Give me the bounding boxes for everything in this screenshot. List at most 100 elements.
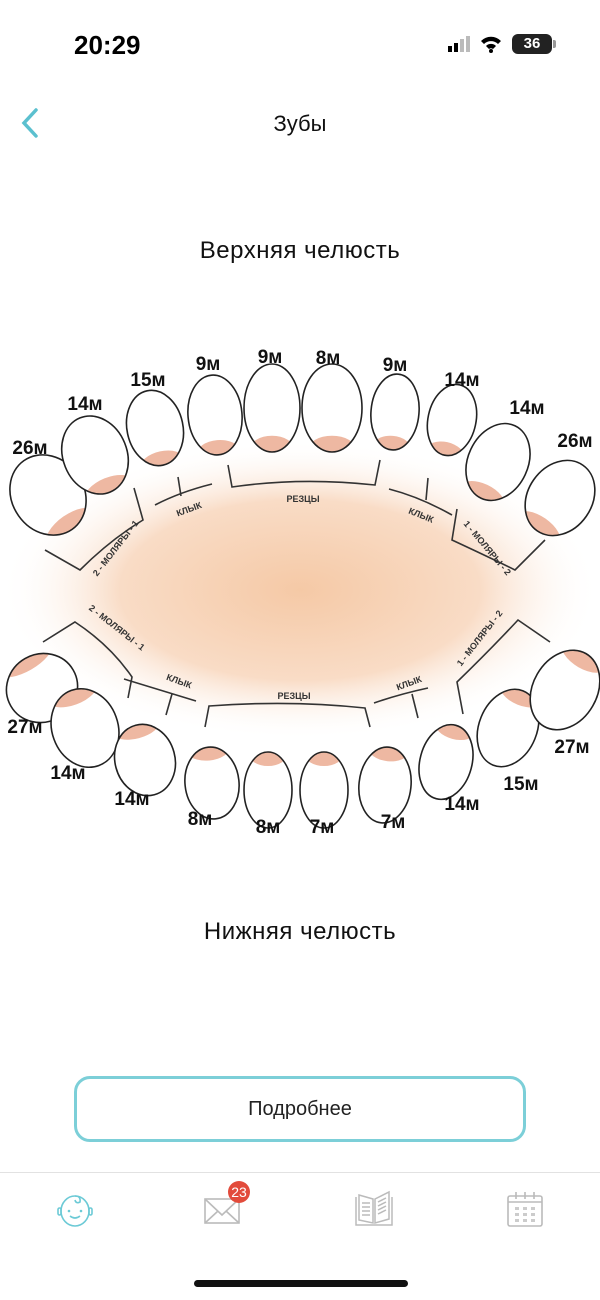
lower-incisors-bracket (204, 702, 371, 728)
upper-canine-right-bracket (388, 477, 453, 516)
upper-jaw-title: Верхняя челюсть (199, 237, 401, 264)
tooth-age-label: 15м (503, 774, 538, 795)
tooth-crown (51, 688, 119, 768)
tooth-crown (465, 423, 531, 501)
signal-icon (448, 36, 470, 52)
tooth-age-label: 8м (188, 809, 213, 830)
upper-canine-left-bracket (154, 476, 213, 506)
tooth-age-label: 14м (114, 789, 149, 810)
tab-baby[interactable] (53, 1187, 97, 1231)
tooth-outline (358, 746, 412, 824)
tooth-gum-edge (248, 752, 288, 767)
chevron-left-icon (21, 108, 38, 138)
lower-molars-left-bracket (42, 621, 133, 699)
tooth-age-label: 15м (130, 370, 165, 391)
upper-incisors-bracket (227, 459, 381, 488)
tooth-outline (426, 383, 478, 457)
tooth[interactable] (243, 363, 301, 464)
tooth-age-label: 14м (444, 370, 479, 391)
tooth-gum-edge (196, 439, 240, 458)
tooth-crown (244, 364, 300, 452)
tooth-crown (61, 416, 129, 494)
tooth[interactable] (180, 735, 242, 822)
mail-icon (204, 1198, 240, 1224)
tooth-age-label: 9м (383, 355, 408, 376)
battery-indicator: 36 (512, 34, 556, 54)
tooth-age-label: 8м (316, 348, 341, 369)
tab-messages[interactable] (200, 1187, 244, 1231)
tooth-age-label: 9м (258, 347, 283, 368)
mouth-glow (0, 440, 600, 740)
tooth-crown (244, 752, 292, 828)
tooth-age-label: 14м (509, 398, 544, 419)
tooth-crown (114, 724, 176, 796)
lower-molars-right-bracket (456, 618, 551, 715)
tooth-gum-edge (368, 744, 410, 762)
lower-canine-right-bracket (373, 687, 429, 719)
nav-header: Зубы (0, 90, 600, 160)
tooth-crown (302, 364, 362, 452)
tooth-age-label: 26м (12, 438, 47, 459)
tooth-age-label: 14м (50, 763, 85, 784)
tooth-outline (60, 415, 130, 495)
tooth-age-label: 9м (196, 354, 221, 375)
tooth-outline (50, 687, 120, 769)
tooth[interactable] (243, 742, 293, 829)
tooth-crown (126, 390, 184, 466)
status-time: 20:29 (74, 30, 141, 60)
tooth-outline (243, 363, 301, 453)
tooth-outline (476, 688, 540, 768)
status-icons: 36 (448, 34, 556, 54)
upper-molars-right-bracket (451, 508, 546, 571)
tab-library[interactable] (352, 1187, 396, 1231)
tooth-gum-edge (372, 435, 412, 452)
tooth-gum-edge (249, 435, 295, 452)
status-bar: 20:29 36 (0, 0, 600, 90)
tooth-age-label: 27м (7, 717, 42, 738)
tooth-outline (187, 374, 243, 456)
tooth-outline (299, 751, 349, 829)
tooth-outline (524, 459, 596, 537)
tooth-age-label: 7м (310, 817, 335, 838)
lower-incisors-label: РЕЗЦЫ (277, 691, 310, 701)
tooth-outline (418, 723, 474, 801)
tooth-gum-edge (304, 752, 344, 767)
tooth-age-label: 7м (381, 812, 406, 833)
tooth-age-label: 27м (554, 737, 589, 758)
tab-bar: 23 (0, 1172, 600, 1242)
tooth-crown (300, 752, 348, 828)
upper-molars-left-bracket (44, 487, 144, 571)
tooth[interactable] (185, 373, 247, 468)
tooth-crown (184, 747, 240, 819)
tooth-crown (427, 384, 477, 456)
tooth-crown (358, 747, 412, 823)
tab-calendar[interactable] (503, 1187, 547, 1231)
home-indicator (194, 1280, 408, 1287)
tooth-age-label: 14м (67, 394, 102, 415)
tooth[interactable] (301, 363, 363, 464)
tooth-gum-edge (308, 435, 356, 452)
tooth-outline (184, 746, 240, 820)
tooth-crown (187, 375, 243, 455)
tooth-outline (301, 363, 363, 453)
back-button[interactable] (18, 106, 42, 140)
tooth-outline (529, 649, 600, 731)
tooth-outline (113, 723, 177, 797)
tooth-outline (125, 389, 185, 467)
tooth-crown (530, 650, 600, 730)
tooth-crown (477, 689, 539, 767)
calendar-icon (507, 1192, 543, 1227)
tooth[interactable] (367, 372, 422, 462)
tooth-gum-edge (186, 744, 230, 761)
baby-icon (57, 1195, 93, 1227)
tooth[interactable] (299, 742, 349, 829)
more-button[interactable]: Подробнее (74, 1076, 526, 1142)
upper-incisors-label: РЕЗЦЫ (286, 494, 319, 504)
tooth[interactable] (355, 734, 416, 825)
tooth-outline (465, 422, 531, 502)
tooth-age-label: 8м (256, 817, 281, 838)
book-icon (355, 1190, 393, 1226)
page-title: Зубы (273, 111, 327, 136)
